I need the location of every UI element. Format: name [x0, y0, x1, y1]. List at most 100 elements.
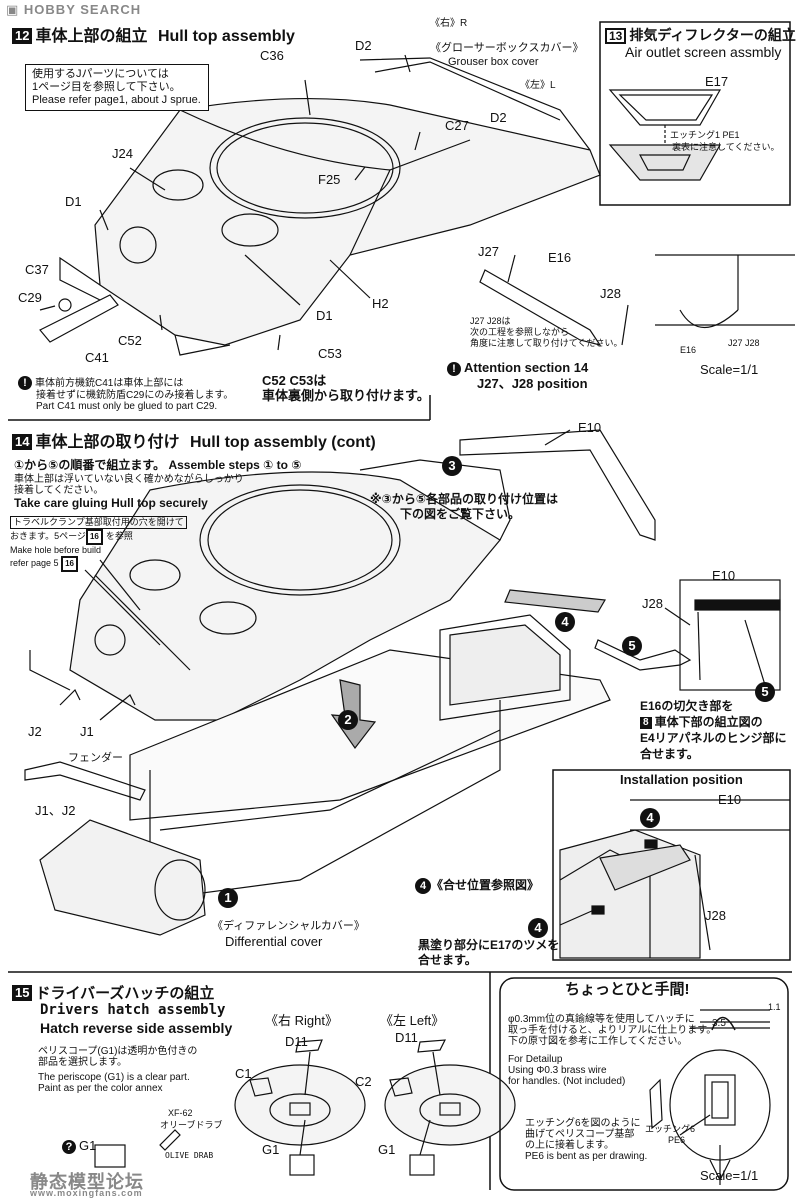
- step13-number: 13: [605, 28, 627, 44]
- step15-title-en1: Drivers hatch assembly: [40, 1002, 226, 1018]
- step-circle-5a: 5: [622, 636, 642, 656]
- j-sprue-note: 使用するJパーツについては 1ページ目を参照して下さい。 Please refe…: [25, 64, 209, 111]
- label-c27: C27: [445, 118, 469, 133]
- scale-label-12: Scale=1/1: [700, 362, 759, 377]
- label-c1: C1: [235, 1066, 252, 1081]
- label-left: 《左 Left》: [380, 1013, 445, 1028]
- label-c52: C52: [118, 333, 142, 348]
- label-g1-right: G1: [262, 1142, 280, 1157]
- label-diff-jp: 《ディファレンシャルカバー》: [212, 920, 365, 932]
- step13-title-en: Air outlet screen assmbly: [625, 44, 782, 60]
- label-fender: フェンダー: [68, 752, 123, 764]
- watermark-top: ▣ HOBBY SEARCH: [6, 2, 142, 17]
- watermark-logo-icon: ▣: [6, 2, 20, 17]
- tip-etch-label1: エッチング6: [645, 1124, 696, 1134]
- installation-position-label: Installation position: [620, 772, 743, 787]
- paint-jp: オリーブドラブ: [160, 1120, 223, 1130]
- label-e16-small: E16: [680, 345, 697, 355]
- label-c2: C2: [355, 1074, 372, 1089]
- step14-number: 14: [12, 434, 33, 450]
- c41-warning: !車体前方機銃C41は車体上部には 接着せずに機銃防盾C29にのみ接着します。 …: [18, 376, 233, 412]
- tip-title: ちょっとひと手間!: [565, 981, 690, 998]
- label-d11-right: D11: [285, 1034, 308, 1049]
- label-right: 《右 Right》: [265, 1013, 338, 1028]
- label-left-jp: 《左》L: [520, 80, 556, 91]
- label-f25: F25: [318, 172, 341, 187]
- label-grouser-en: Grouser box cover: [448, 56, 539, 68]
- assemble-order: ①から⑤の順番で組立ます。 Assemble steps ① to ⑤: [14, 458, 302, 472]
- step-circle-5b: 5: [755, 682, 775, 702]
- label-c29: C29: [18, 290, 42, 305]
- black-part-note: 黒塗り部分にE17のツメを 合せます。: [418, 938, 560, 967]
- hull-assembly-drawing-14: [24, 429, 781, 936]
- label-e16: E16: [548, 250, 572, 265]
- label-d2-right: D2: [355, 38, 372, 53]
- install-circle-4: 4: [640, 808, 660, 828]
- tip-etch-label2: PE6: [668, 1135, 686, 1145]
- label-e10-top: E10: [578, 420, 602, 435]
- label-c53: C53: [318, 346, 342, 361]
- step15-title-en2: Hatch reverse side assembly: [40, 1020, 233, 1036]
- j27-note-jp: J27 J28は 次の工程を参照しながら 角度に注意して取り付けてください。: [470, 316, 623, 348]
- warning-icon: !: [18, 376, 32, 390]
- label-grouser-jp: 《グローサーボックスカバー》: [430, 42, 584, 54]
- step12-title-jp: 車体上部の組立: [35, 28, 148, 45]
- glue-note: 車体上部は浮いていない良く確かめながらしっかり 接着してください。 Take c…: [14, 474, 244, 510]
- label-j27: J27: [478, 244, 499, 259]
- label-j27-j28-small: J27 J28: [728, 338, 760, 348]
- label-d1-bottom: D1: [316, 308, 333, 323]
- attention-note: !Attention section 14 J27、J28 position: [447, 360, 588, 391]
- etching-note-13: 裏表に注意してください。: [672, 142, 780, 152]
- c52-c53-note: C52 C53は 車体裏側から取り付けます。: [262, 373, 430, 403]
- step-circle-2: 2: [338, 710, 358, 730]
- label-e17: E17: [705, 74, 729, 89]
- g1-warning: ?G1: [62, 1138, 96, 1154]
- label-c37: C37: [25, 262, 49, 277]
- tip-dim-1: 1.1: [768, 1002, 781, 1012]
- step15-number: 15: [12, 985, 33, 1001]
- label-j1: J1: [80, 724, 94, 739]
- step-circle-4: 4: [555, 612, 575, 632]
- watermark-bottom-url: www.moxingfans.com: [30, 1188, 143, 1198]
- label-e10-install: E10: [718, 792, 742, 807]
- warning-icon: ?: [62, 1140, 76, 1154]
- step12-number: 12: [12, 28, 33, 44]
- label-h2: H2: [372, 296, 389, 311]
- label-g1-left: G1: [378, 1142, 396, 1157]
- label-d11-left: D11: [395, 1030, 418, 1045]
- hull-top-drawing-12: [39, 54, 601, 356]
- step-circle-3: 3: [442, 456, 462, 476]
- align-circle-4: 4: [528, 918, 548, 938]
- label-j2: J2: [28, 724, 42, 739]
- tip-jp-note: φ0.3mm位の真鍮線等を使用してハッチに 取っ手を付けると、よりリアルに仕上り…: [508, 1014, 717, 1047]
- watermark-bottom-cn: 静态模型论坛: [30, 1172, 144, 1192]
- align-ref-label: 4《合せ位置参照図》: [415, 876, 539, 894]
- paint-en: OLIVE DRAB: [165, 1151, 214, 1160]
- label-j28: J28: [600, 286, 621, 301]
- label-c41: C41: [85, 350, 109, 365]
- tip-scale: Scale=1/1: [700, 1168, 759, 1183]
- label-j28-mid: J28: [642, 596, 663, 611]
- air-outlet-drawing-13: [599, 21, 791, 206]
- label-diff-en: Differential cover: [225, 934, 323, 949]
- tip-en-note: For Detailup Using Φ0.3 brass wire for h…: [508, 1054, 626, 1087]
- drivers-hatch-drawing-15: [94, 1039, 516, 1176]
- tip-box-drawing: [499, 977, 789, 1191]
- etching-label-13: エッチング1 PE1: [670, 130, 740, 140]
- tip-etch-note: エッチング6を図のように 曲げてペリスコープ基部 の上に接着します。 PE6 i…: [525, 1118, 648, 1162]
- label-c36: C36: [260, 48, 284, 63]
- step-circle-1: 1: [218, 888, 238, 908]
- label-j28-install: J28: [705, 908, 726, 923]
- label-d1-top: D1: [65, 194, 82, 209]
- label-d2-left: D2: [490, 110, 507, 125]
- warning-icon: !: [447, 362, 461, 376]
- label-j24: J24: [112, 146, 133, 161]
